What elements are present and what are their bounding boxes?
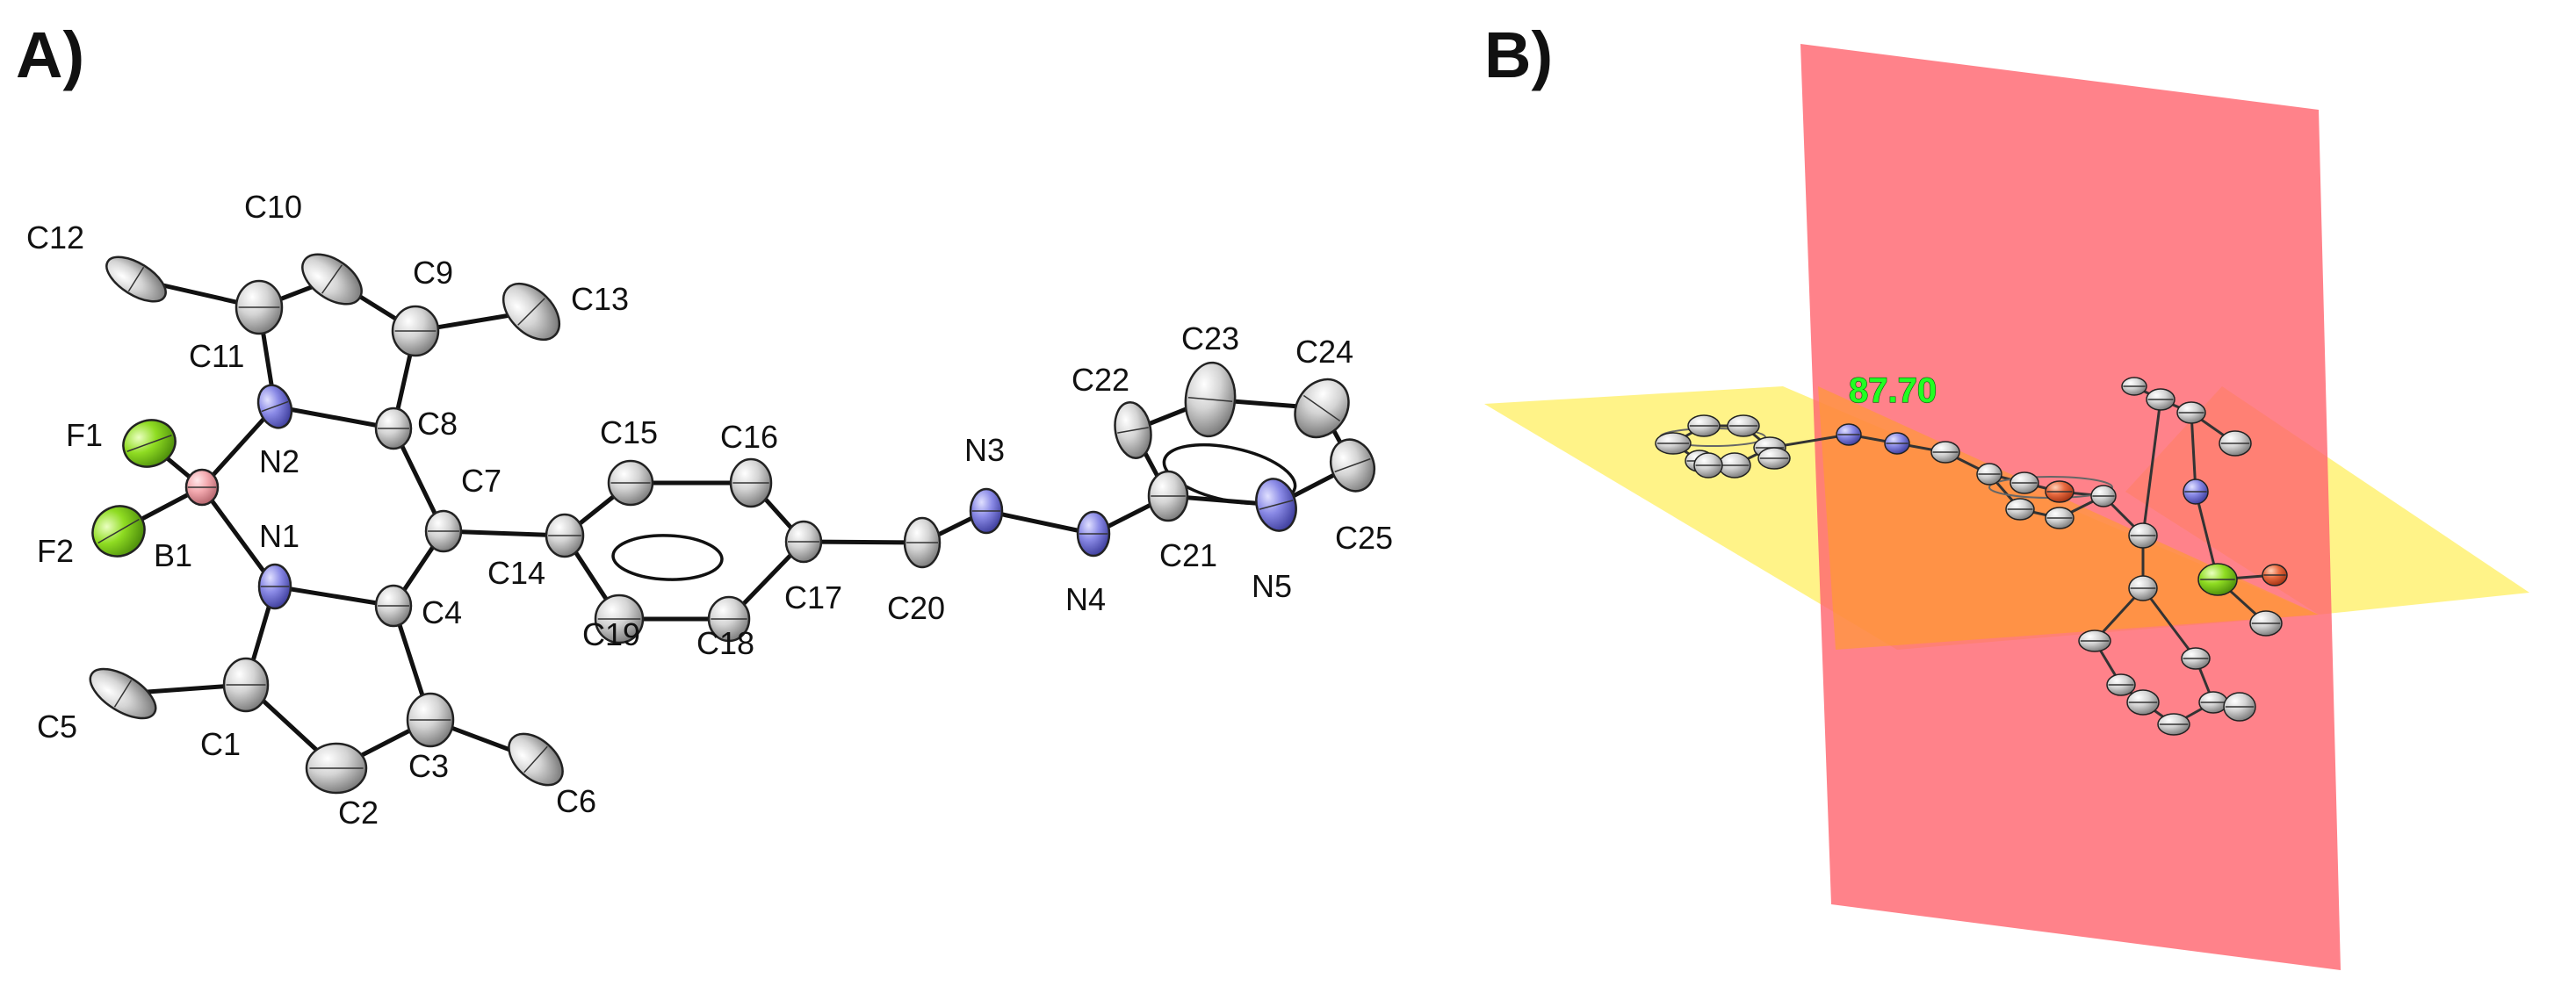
panel-a-bonds bbox=[116, 277, 1355, 771]
atom-n5-axis bbox=[1259, 500, 1294, 510]
atom-c25-axis bbox=[1334, 457, 1371, 473]
bond-b1-n1 bbox=[199, 485, 278, 589]
atom-label-c6: C6 bbox=[556, 783, 596, 819]
dihedral-angle-label: 87.70 bbox=[1849, 371, 1937, 410]
atom-label-c2: C2 bbox=[338, 795, 379, 831]
atom-c24-axis bbox=[1302, 394, 1341, 422]
atom-label-c10: C10 bbox=[244, 189, 302, 225]
atom-label-c16: C16 bbox=[720, 419, 778, 455]
atom-label-b1: B1 bbox=[154, 537, 192, 573]
atom-label-c24: C24 bbox=[1295, 334, 1353, 370]
atom-c22-axis bbox=[1117, 427, 1149, 434]
panel-b-label: B) bbox=[1484, 18, 1553, 91]
atom-label-c17: C17 bbox=[784, 579, 842, 615]
atom-label-c15: C15 bbox=[600, 414, 658, 450]
bond-n2-b1 bbox=[199, 404, 278, 490]
bond-n2-c8 bbox=[272, 404, 396, 431]
atom-c10-axis bbox=[321, 264, 343, 294]
atom-label-n1: N1 bbox=[259, 518, 299, 554]
atom-label-c23: C23 bbox=[1181, 320, 1239, 356]
panel-b-mean-planes: 87.70 bbox=[1484, 44, 2529, 970]
atom-label-c21: C21 bbox=[1159, 537, 1217, 573]
atom-label-c11: C11 bbox=[189, 338, 244, 374]
atom-c6-axis bbox=[523, 745, 548, 774]
bond-c17-c20 bbox=[801, 539, 925, 545]
atom-n2-axis bbox=[261, 400, 289, 413]
bond-r3-rn bbox=[2190, 411, 2197, 493]
atom-label-c9: C9 bbox=[413, 255, 453, 291]
atom-label-c20: C20 bbox=[887, 590, 945, 626]
atom-label-c18: C18 bbox=[696, 625, 754, 661]
atom-label-c22: C22 bbox=[1072, 362, 1129, 398]
panel-b-atoms bbox=[1655, 377, 2288, 736]
benzene-ring-circle bbox=[611, 534, 724, 581]
atom-f2-axis bbox=[97, 518, 140, 544]
atom-label-n3: N3 bbox=[964, 432, 1005, 468]
bond-n3-n4 bbox=[984, 508, 1096, 536]
atom-c13-axis bbox=[517, 298, 545, 326]
atom-label-c14: C14 bbox=[487, 555, 545, 591]
atom-label-c19: C19 bbox=[582, 616, 640, 652]
panel-a-label: A) bbox=[16, 18, 84, 91]
atom-label-c4: C4 bbox=[422, 594, 462, 630]
pyridine-ring-circle bbox=[1162, 443, 1297, 506]
atom-label-n4: N4 bbox=[1065, 581, 1106, 617]
panel-a-atom-labels: C12 C10 C9 C13 C11 F1 N2 C8 C7 F2 B1 N1 … bbox=[26, 189, 1393, 831]
bond-c8-d7 bbox=[2141, 586, 2197, 660]
bond-c7-c14 bbox=[441, 529, 567, 538]
atom-label-f2: F2 bbox=[37, 533, 74, 569]
atom-label-c13: C13 bbox=[571, 281, 629, 317]
panel-a-ortep-structure: C12 C10 C9 C13 C11 F1 N2 C8 C7 F2 B1 N1 … bbox=[26, 189, 1393, 831]
atom-f1-axis bbox=[126, 435, 172, 452]
atom-c23-axis bbox=[1187, 397, 1233, 402]
atom-c5-axis bbox=[113, 680, 133, 708]
panel-a-atoms bbox=[89, 253, 1376, 795]
bond-n1-c4 bbox=[272, 584, 396, 608]
bond-c7-r2 bbox=[2141, 398, 2162, 537]
atom-label-n2: N2 bbox=[259, 443, 299, 479]
atom-label-c5: C5 bbox=[37, 709, 77, 745]
atom-label-c7: C7 bbox=[461, 463, 501, 499]
atom-label-f1: F1 bbox=[66, 417, 103, 453]
atom-label-c8: C8 bbox=[417, 406, 458, 442]
panel-a-aromatic-rings bbox=[611, 443, 1297, 581]
atom-label-c1: C1 bbox=[200, 726, 241, 762]
atom-label-c12: C12 bbox=[26, 219, 84, 255]
atom-label-c3: C3 bbox=[408, 748, 449, 784]
atom-label-n5: N5 bbox=[1252, 568, 1292, 604]
atom-label-c25: C25 bbox=[1335, 520, 1393, 556]
atom-c12-axis bbox=[127, 266, 145, 292]
